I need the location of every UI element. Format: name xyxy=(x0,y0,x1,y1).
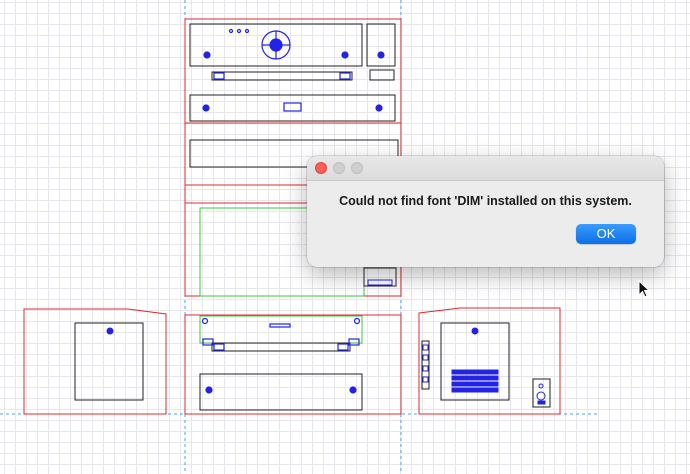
close-icon[interactable] xyxy=(315,162,327,174)
top-unit-blue-parts xyxy=(202,28,385,112)
font-missing-dialog: Could not find font 'DIM' installed on t… xyxy=(307,156,664,267)
dialog-message: Could not find font 'DIM' installed on t… xyxy=(339,194,632,208)
right-unit[interactable] xyxy=(421,322,551,408)
bottom-center-blue-parts xyxy=(201,317,361,394)
top-unit[interactable] xyxy=(189,23,399,168)
bottom-center-unit[interactable] xyxy=(199,315,363,411)
ok-button[interactable]: OK xyxy=(576,224,636,244)
left-unit[interactable] xyxy=(74,322,144,401)
zoom-icon[interactable] xyxy=(351,162,363,174)
dialog-titlebar[interactable] xyxy=(307,156,664,181)
minimize-icon[interactable] xyxy=(333,162,345,174)
mouse-pointer-icon xyxy=(638,280,650,298)
